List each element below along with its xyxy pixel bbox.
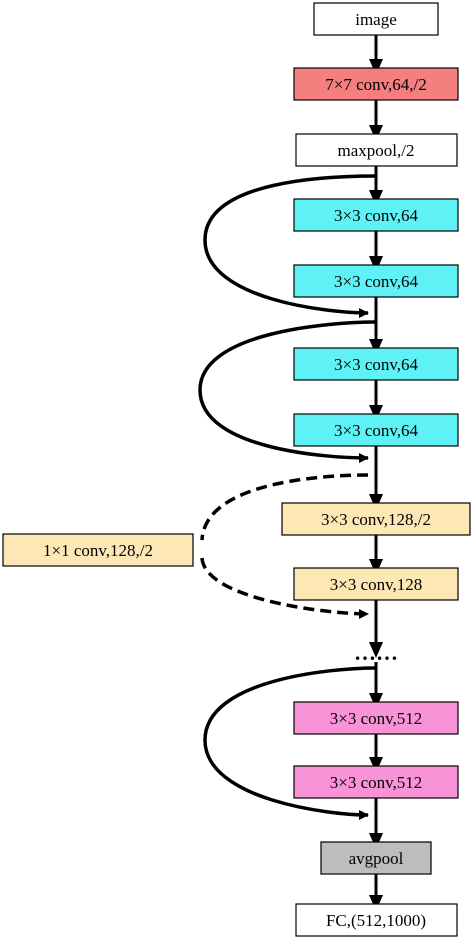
node-shortcut-1x1-label: 1×1 conv,128,/2 [43,541,153,560]
node-conv512-2-box [293,765,459,799]
node-conv64-3-label: 3×3 conv,64 [334,355,419,374]
skip-connection-1 [203,174,377,318]
node-conv512-1-box [293,701,459,735]
node-fc: FC,(512,1000) [295,903,458,937]
ellipsis: …… [354,640,398,665]
node-conv128-2-label: 3×3 conv,128 [330,575,423,594]
node-avgpool: avgpool [320,841,432,875]
node-conv128-1: 3×3 conv,128,/2 [281,502,471,536]
node-conv64-3-box [293,347,459,381]
node-maxpool: maxpool,/2 [295,133,458,167]
node-shortcut-1x1-box [2,533,194,567]
node-conv128-1-box [281,502,471,536]
skip-connection-dashed-shortcut-to-right [200,557,369,619]
skip-connection-2 [198,320,377,463]
node-avgpool-box [320,841,432,875]
node-image-label: image [355,10,397,29]
node-conv64-1: 3×3 conv,64 [293,198,459,232]
node-conv64-3: 3×3 conv,64 [293,347,459,381]
node-maxpool-label: maxpool,/2 [338,141,415,160]
skip-connection-dashed-left-to-shortcut [200,473,369,541]
node-conv7: 7×7 conv,64,/2 [293,67,459,101]
node-conv7-box [293,67,459,101]
node-conv512-2: 3×3 conv,512 [293,765,459,799]
node-conv512-2-label: 3×3 conv,512 [330,773,423,792]
node-shortcut-1x1: 1×1 conv,128,/2 [2,533,194,567]
node-conv64-2-box [293,264,459,298]
node-image: image [313,2,439,36]
node-conv64-1-box [293,198,459,232]
node-conv128-1-label: 3×3 conv,128,/2 [321,510,431,529]
node-conv64-4-box [293,413,459,447]
node-fc-box [295,903,458,937]
node-fc-label: FC,(512,1000) [326,911,426,930]
node-conv64-2: 3×3 conv,64 [293,264,459,298]
node-conv128-2: 3×3 conv,128 [293,567,459,601]
node-conv64-4-label: 3×3 conv,64 [334,421,419,440]
node-conv7-label: 7×7 conv,64,/2 [325,75,427,94]
node-conv64-1-label: 3×3 conv,64 [334,206,419,225]
node-conv64-4: 3×3 conv,64 [293,413,459,447]
node-conv128-2-box [293,567,459,601]
node-maxpool-box [295,133,458,167]
node-conv64-2-label: 3×3 conv,64 [334,272,419,291]
skip-connection-3 [203,666,377,820]
node-conv512-1-label: 3×3 conv,512 [330,709,423,728]
node-image-box [313,2,439,36]
skip-connections [198,174,377,820]
node-avgpool-label: avgpool [349,849,404,868]
node-conv512-1: 3×3 conv,512 [293,701,459,735]
